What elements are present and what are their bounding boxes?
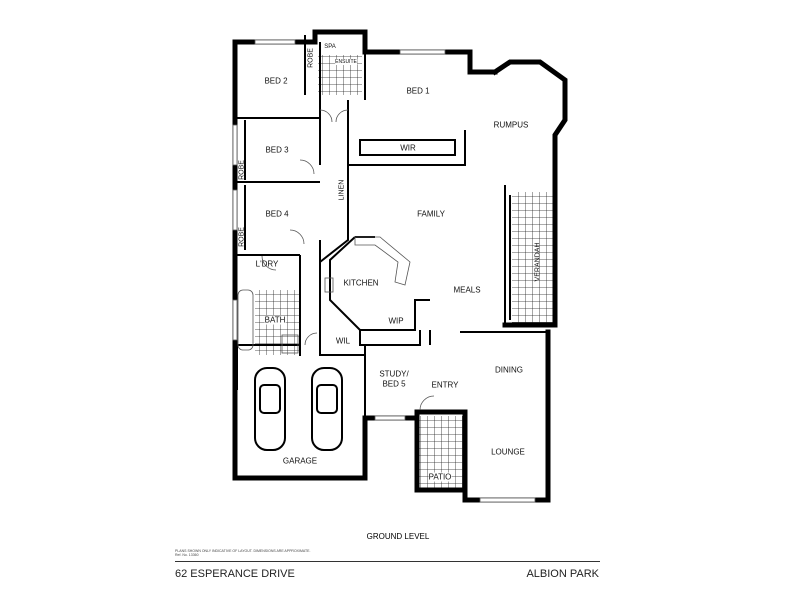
room-label-robe: ROBE [307,48,315,68]
bathtub [237,289,254,351]
room-label-wip: WIP [388,316,404,326]
room-label-kitchen: KITCHEN [343,278,379,288]
car-icon [254,367,286,451]
room-label-rumpus: RUMPUS [493,120,529,130]
cooktop [324,277,334,293]
reference-number: Ref. No. 13360 [175,553,199,557]
room-label-bed2: BED 2 [264,76,288,86]
room-label-bed1: BED 1 [406,86,430,96]
shower [281,334,299,354]
room-label-linen: LINEN [338,179,346,201]
disclaimer-text: PLANS SHOWN ONLY INDICATIVE OF LAYOUT. D… [175,549,311,553]
suburb: ALBION PARK [526,568,599,580]
room-label-garage: GARAGE [282,456,318,466]
room-label-bath: BATH [264,315,286,325]
footer-divider [175,561,600,562]
room-label-study: STUDY/ [379,369,409,379]
car-icon [311,367,343,451]
room-label-robe-3: ROBE [238,160,246,180]
room-label-ensuite: ENSUITE [335,59,357,65]
room-label-spa: SPA [324,44,336,50]
room-label-ldry: L'DRY [255,259,279,269]
room-label-bed4: BED 4 [265,209,289,219]
room-label-verandah: VERANDAH [534,242,542,282]
level-label: GROUND LEVEL [366,532,430,541]
disclaimer: PLANS SHOWN ONLY INDICATIVE OF LAYOUT. D… [175,549,310,557]
windows [232,39,536,503]
room-label-wil: WIL [335,336,351,346]
kitchen-bench [354,236,411,286]
room-label-meals: MEALS [453,285,481,295]
address: 62 ESPERANCE DRIVE [175,568,295,580]
room-label-robe-4: ROBE [238,227,246,247]
room-label-bed3: BED 3 [265,145,289,155]
room-label-family: FAMILY [417,209,445,219]
room-label-dining: DINING [495,365,523,375]
doors [261,109,435,411]
room-label-lounge: LOUNGE [491,447,525,457]
room-label-wir: WIR [400,143,416,153]
room-label-patio: PATIO [428,472,452,482]
interior-walls [235,35,548,418]
room-label-bed5: BED 5 [382,379,406,389]
verandah-tiles [512,192,556,324]
room-label-entry: ENTRY [431,380,459,390]
